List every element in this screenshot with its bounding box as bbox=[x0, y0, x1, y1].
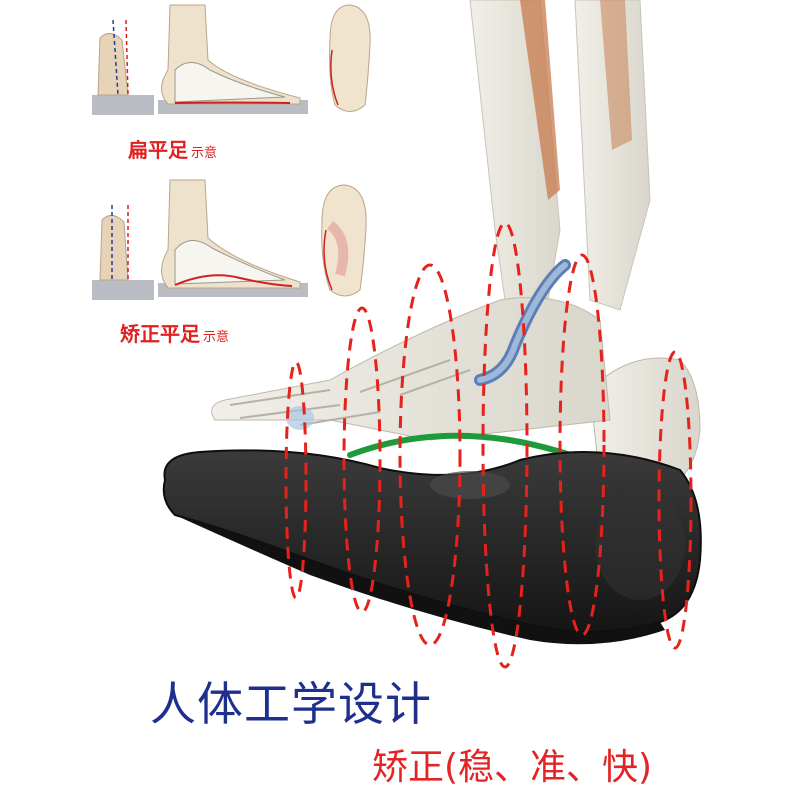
fibula-tendon bbox=[574, 0, 651, 311]
ankle-ligament-highlight bbox=[477, 262, 568, 383]
axis-line bbox=[112, 19, 119, 96]
footprint-red-line bbox=[323, 229, 333, 291]
heel-cup bbox=[595, 490, 685, 600]
corrected-arch-line bbox=[174, 274, 293, 287]
flatfoot-caption: 扁平足示意 bbox=[128, 134, 217, 163]
dashed-ring bbox=[342, 306, 382, 614]
dashed-ring bbox=[558, 253, 606, 637]
heel-back-view bbox=[97, 33, 129, 96]
flatfoot-suffix: 示意 bbox=[191, 146, 218, 161]
dashed-rings bbox=[284, 221, 693, 669]
dashed-ring bbox=[398, 263, 462, 647]
floor-block bbox=[92, 95, 154, 115]
dashed-ring bbox=[284, 360, 308, 600]
arch-bump bbox=[430, 471, 510, 499]
muscle bbox=[520, 0, 560, 200]
arch-support-highlight bbox=[326, 221, 349, 277]
dashed-ring bbox=[481, 221, 529, 669]
footprint bbox=[329, 4, 371, 112]
dashed-ring bbox=[657, 350, 693, 650]
flatfoot-diagram bbox=[92, 4, 371, 115]
corrected-caption: 矫正平足示意 bbox=[120, 318, 229, 347]
leg-skeleton bbox=[211, 0, 701, 491]
corrected-title: 矫正平足 bbox=[120, 322, 200, 346]
insole-edge bbox=[175, 515, 665, 645]
flat-arch-line bbox=[174, 101, 291, 104]
corrected-suffix: 示意 bbox=[203, 330, 230, 345]
floor-block bbox=[92, 280, 154, 300]
insole bbox=[162, 449, 702, 645]
foot-bones-large bbox=[211, 297, 611, 441]
subline: 矫正(稳、准、快) bbox=[372, 747, 653, 788]
axis-line-red bbox=[125, 19, 129, 96]
headline: 人体工学设计 bbox=[150, 677, 432, 731]
flatfoot-title: 扁平足 bbox=[128, 138, 188, 162]
muscle-back bbox=[600, 0, 632, 150]
heel-back-view bbox=[99, 215, 129, 281]
footprint-red-line bbox=[330, 49, 339, 106]
foot-bones bbox=[174, 62, 286, 103]
foot-bones bbox=[174, 240, 286, 285]
toe-joint bbox=[286, 406, 314, 430]
corrected-diagram bbox=[92, 179, 367, 300]
